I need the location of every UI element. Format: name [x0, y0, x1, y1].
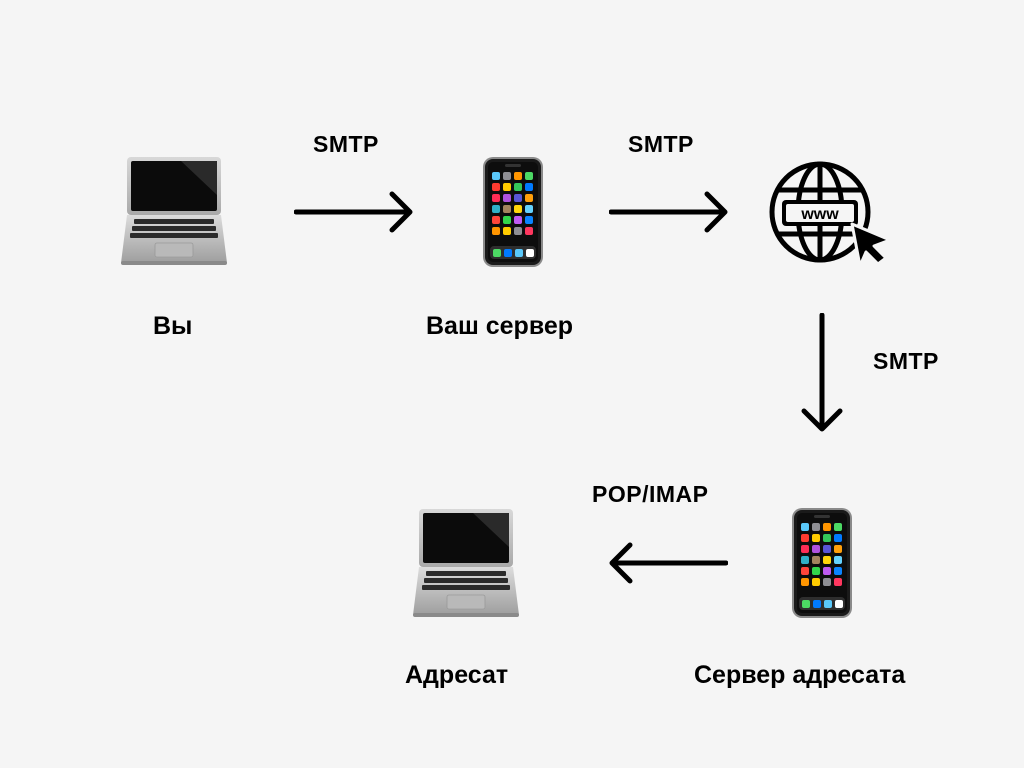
arrow-down-icon [800, 313, 844, 435]
protocol-label-smtp-3: SMTP [873, 348, 939, 374]
node-label-recipient-server: Сервер адресата [694, 661, 906, 689]
arrow-right-icon [609, 190, 731, 234]
arrow-right-icon [294, 190, 416, 234]
globe-www-icon: www [766, 160, 892, 268]
protocol-label-pop-imap: POP/IMAP [592, 481, 709, 507]
www-text: www [800, 206, 839, 223]
node-label-your-server: Ваш сервер [426, 312, 574, 340]
phone-icon [482, 156, 544, 268]
laptop-icon [413, 507, 519, 619]
arrow-left-icon [606, 541, 728, 585]
protocol-label-smtp-2: SMTP [628, 131, 694, 157]
laptop-icon [121, 155, 227, 267]
phone-icon [791, 507, 853, 619]
protocol-label-smtp-1: SMTP [313, 131, 379, 157]
node-label-you: Вы [153, 312, 193, 340]
node-label-recipient: Адресат [405, 661, 509, 689]
